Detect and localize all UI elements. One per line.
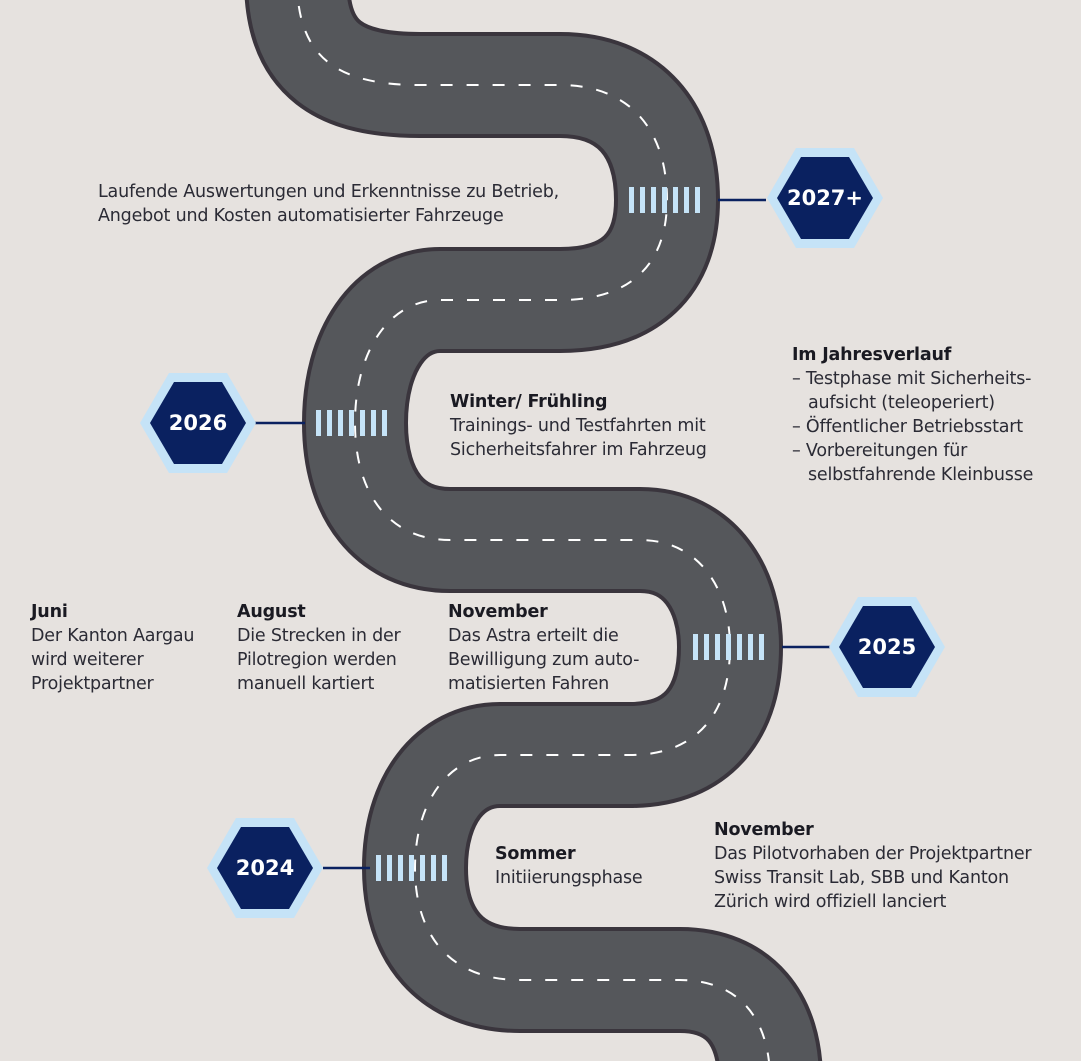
note-line: wird weiterer [31, 650, 144, 670]
note-november-2024: November Das Pilotvorhaben der Projektpa… [714, 818, 1032, 914]
note-line: Swiss Transit Lab, SBB und Kanton [714, 868, 1009, 888]
note-title: November [714, 820, 814, 840]
note-line: – Vorbereitungen für [792, 441, 968, 461]
note-title: Juni [31, 602, 68, 622]
milestone-2025: 2025 [829, 597, 945, 697]
note-line: – Öffentlicher Betriebsstart [792, 417, 1023, 437]
note-title: November [448, 602, 548, 622]
note-line: Laufende Auswertungen und Erkenntnisse z… [98, 182, 559, 202]
milestone-year: 2027+ [786, 186, 864, 210]
note-line: Der Kanton Aargau [31, 626, 195, 646]
milestone-2024: 2024 [207, 818, 323, 918]
note-title: August [237, 602, 306, 622]
note-line: Initiierungsphase [495, 868, 643, 888]
note-november-2025: November Das Astra erteilt die Bewilligu… [448, 600, 639, 696]
road-center-line [297, 0, 770, 1061]
crosswalk-2024 [376, 855, 447, 881]
note-winter: Winter/ Frühling Trainings- und Testfahr… [450, 390, 707, 462]
note-line: Pilotregion werden [237, 650, 397, 670]
note-line: Bewilligung zum auto- [448, 650, 640, 670]
note-line: manuell kartiert [237, 674, 375, 694]
milestone-year: 2026 [168, 411, 228, 435]
note-august: August Die Strecken in der Pilotregion w… [237, 600, 401, 696]
note-line: Die Strecken in der [237, 626, 401, 646]
note-line: Projektpartner [31, 674, 154, 694]
note-line: Sicherheitsfahrer im Fahrzeug [450, 440, 707, 460]
note-line: Zürich wird offiziell lanciert [714, 892, 947, 912]
crosswalk-2026 [316, 410, 387, 436]
note-title: Sommer [495, 844, 576, 864]
note-sommer: Sommer Initiierungsphase [495, 842, 643, 890]
milestone-year: 2024 [235, 856, 295, 880]
note-line: Das Pilotvorhaben der Projektpartner [714, 844, 1032, 864]
note-line: Das Astra erteilt die [448, 626, 619, 646]
milestone-2026: 2026 [140, 373, 256, 473]
milestone-2027: 2027+ [767, 148, 883, 248]
note-title: Im Jahresverlauf [792, 345, 952, 365]
note-juni: Juni Der Kanton Aargau wird weiterer Pro… [31, 600, 195, 696]
note-line: – Testphase mit Sicherheits- [792, 369, 1032, 389]
note-line: matisierten Fahren [448, 674, 610, 694]
note-year-course: Im Jahresverlauf – Testphase mit Sicherh… [792, 343, 1033, 487]
note-line: aufsicht (teleoperiert) [808, 393, 995, 413]
note-line: selbstfahrende Kleinbusse [808, 465, 1034, 485]
note-ongoing: Laufende Auswertungen und Erkenntnisse z… [98, 180, 559, 228]
milestone-year: 2025 [857, 635, 917, 659]
crosswalk-2027 [629, 187, 700, 213]
crosswalk-2025 [693, 634, 764, 660]
note-title: Winter/ Frühling [450, 392, 608, 412]
note-line: Trainings- und Testfahrten mit [450, 416, 706, 436]
note-line: Angebot und Kosten automatisierter Fahrz… [98, 206, 504, 226]
